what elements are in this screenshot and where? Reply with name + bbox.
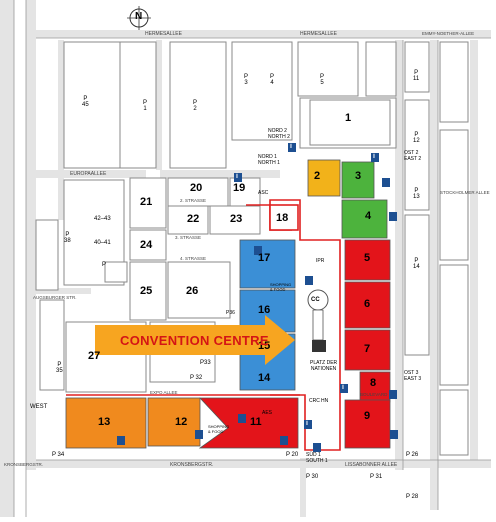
hall-21-label[interactable]: 21 xyxy=(140,196,153,208)
street-kronsbergstr: KRONSBERGSTR. xyxy=(170,462,214,468)
street-europaallee: EUROPAALLEE xyxy=(70,171,107,177)
hall-15-label[interactable]: 15 xyxy=(258,340,271,352)
parking-p[interactable]: P xyxy=(102,262,107,268)
hall-5-label[interactable]: 5 xyxy=(364,252,371,264)
hall-26-label[interactable]: 26 xyxy=(186,285,199,297)
hall-8-label[interactable]: 8 xyxy=(370,377,377,389)
street-expo-allee: EXPO ALLEE xyxy=(150,390,178,395)
street-augsburger-str: AUGSBURGER STR. xyxy=(33,295,77,300)
parking-12[interactable]: P 12 xyxy=(413,132,420,144)
convention-centre-arrow[interactable] xyxy=(95,315,295,365)
street-boulevard: BOULEVARD xyxy=(360,392,388,397)
hall-27-label[interactable]: 27 xyxy=(88,350,101,362)
hall-1-label[interactable]: 1 xyxy=(345,112,352,124)
hall-18-label[interactable]: 18 xyxy=(276,212,289,224)
shopping-food-1[interactable]: SHOPPING & FOOD xyxy=(270,282,292,292)
parking-40-41[interactable]: 40–41 xyxy=(94,240,111,246)
gate-ost-3[interactable]: OST 3 EAST 3 xyxy=(404,370,422,382)
parking-28[interactable]: P 28 xyxy=(406,494,419,500)
parking-20[interactable]: P 20 xyxy=(286,452,299,458)
street-2-strasse: 2. STRASSE xyxy=(180,198,207,203)
info-markers[interactable] xyxy=(117,143,398,452)
facility-crc[interactable]: CRC xyxy=(309,398,320,404)
shopping-food-2[interactable]: SHOPPING & FOOD xyxy=(208,424,230,434)
hall-22-label[interactable]: 22 xyxy=(187,213,200,225)
parking-13[interactable]: P 13 xyxy=(413,188,420,200)
parking-2[interactable]: P 2 xyxy=(193,100,198,112)
convention-centre-shape[interactable] xyxy=(307,289,329,352)
parking-3[interactable]: P 3 xyxy=(244,74,249,86)
info-label-5[interactable]: i xyxy=(306,420,308,427)
street-hermesallee-ne: HERMESALLEE xyxy=(300,31,337,37)
facility-asc[interactable]: ASC xyxy=(258,190,269,196)
hall-20-label[interactable]: 20 xyxy=(190,182,203,194)
hall-25-label[interactable]: 25 xyxy=(140,285,153,297)
hall-2-label[interactable]: 2 xyxy=(314,170,321,182)
halls-layer[interactable] xyxy=(65,99,391,449)
info-label-2[interactable]: i xyxy=(373,153,375,160)
street-hermesallee-north: HERMESALLEE xyxy=(145,31,182,37)
hall-13-label[interactable]: 13 xyxy=(98,416,111,428)
parking-42-43[interactable]: 42–43 xyxy=(94,216,111,222)
gate-ost-2[interactable]: OST 2 EAST 2 xyxy=(404,150,422,162)
hall-17-label[interactable]: 17 xyxy=(258,252,271,264)
street-lines xyxy=(13,0,491,517)
parking-14[interactable]: P 14 xyxy=(413,258,420,270)
hall-3-label[interactable]: 3 xyxy=(355,170,362,182)
info-label-1[interactable]: i xyxy=(290,143,292,150)
info-label-3[interactable]: i xyxy=(236,173,238,180)
hall-24-label[interactable]: 24 xyxy=(140,239,153,251)
street-emmy-noether-allee: EMMY-NOETHER-ALLEE xyxy=(422,31,475,36)
plaza-platz-der-nationen[interactable]: PLATZ DER NATIONEN xyxy=(310,360,338,372)
compass-label: N xyxy=(135,11,143,22)
parking-34[interactable]: P 34 xyxy=(52,452,65,458)
parking-35[interactable]: P 35 xyxy=(56,362,63,374)
hall-19-label[interactable]: 19 xyxy=(233,182,246,194)
facility-hn[interactable]: HN xyxy=(321,398,329,404)
street-lissabonner-allee: LISSABONNER ALLEE xyxy=(345,462,398,468)
parking-4[interactable]: P 4 xyxy=(270,74,275,86)
hall-6-label[interactable]: 6 xyxy=(364,298,371,310)
parking-11[interactable]: P 11 xyxy=(413,70,420,82)
hall-7-label[interactable]: 7 xyxy=(364,343,371,355)
parking-5[interactable]: P 5 xyxy=(320,74,325,86)
facility-cc[interactable]: CC xyxy=(311,297,320,303)
hall-11-label[interactable]: 11 xyxy=(250,416,262,428)
street-3-strasse: 3. STRASSE xyxy=(175,235,202,240)
parking-45[interactable]: P 45 xyxy=(82,96,89,108)
parking-30[interactable]: P 30 xyxy=(306,474,319,480)
parking-1[interactable]: P 1 xyxy=(143,100,148,112)
gate-sued-1[interactable]: SÜD 1 SOUTH 1 xyxy=(306,452,328,464)
hall-4-label[interactable]: 4 xyxy=(365,210,372,222)
parking-26[interactable]: P 26 xyxy=(406,452,419,458)
parking-31[interactable]: P 31 xyxy=(370,474,383,480)
hall-14-label[interactable]: 14 xyxy=(258,372,271,384)
gate-nord-1[interactable]: NORD 1 NORTH 1 xyxy=(258,154,280,166)
parking-33[interactable]: P33 xyxy=(200,360,211,366)
hall-12-label[interactable]: 12 xyxy=(175,416,188,428)
facility-aes[interactable]: AES xyxy=(262,410,273,416)
compass xyxy=(127,6,151,30)
convention-centre-label[interactable]: CONVENTION CENTRE xyxy=(120,333,269,348)
hall-23-label[interactable]: 23 xyxy=(230,213,243,225)
street-stockholmer-allee: STOCKHOLMER ALLEE xyxy=(440,190,490,195)
hall-9-label[interactable]: 9 xyxy=(364,410,371,422)
facility-ipr[interactable]: IPR xyxy=(316,258,325,264)
gate-west[interactable]: WEST xyxy=(30,404,48,410)
gate-nord-2[interactable]: NORD 2 NORTH 2 xyxy=(268,128,290,140)
outer-blocks xyxy=(35,41,469,456)
street-kronsbergstr-west: KRONSBERGSTR. xyxy=(4,462,44,467)
parking-36[interactable]: P36 xyxy=(226,310,235,316)
parking-32-inner[interactable]: P 32 xyxy=(190,375,203,381)
parking-38[interactable]: P 38 xyxy=(64,232,71,244)
info-label-4[interactable]: i xyxy=(342,384,344,391)
street-4-strasse: 4. STRASSE xyxy=(180,256,207,261)
hall-16-label[interactable]: 16 xyxy=(258,304,271,316)
